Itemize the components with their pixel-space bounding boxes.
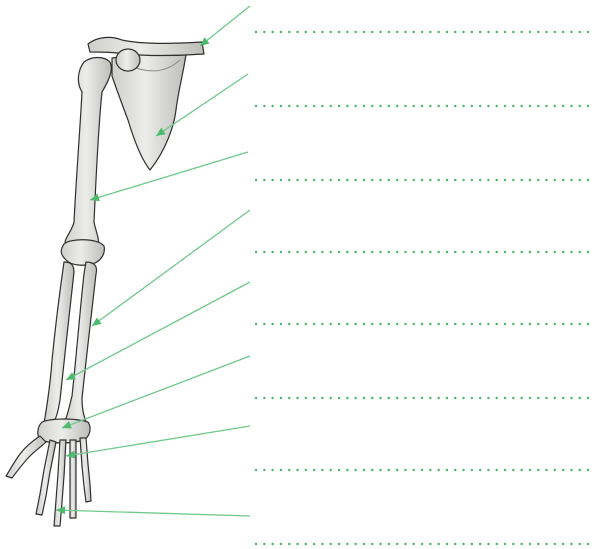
arm-skeleton-illustration <box>6 37 204 526</box>
humerus-head <box>116 49 140 71</box>
leader-line-8 <box>56 510 250 516</box>
humerus <box>65 58 111 249</box>
leader-line-7 <box>66 426 250 456</box>
ulna <box>44 262 74 424</box>
leader-line-4 <box>92 210 250 326</box>
thumb <box>6 436 46 478</box>
leader-line-3 <box>90 152 248 200</box>
clavicle <box>88 37 204 55</box>
little-finger <box>80 438 91 502</box>
elbow-joint <box>61 240 104 265</box>
answer-blanks <box>256 32 594 544</box>
leader-arrowhead-4 <box>92 317 102 326</box>
index-finger <box>36 440 56 515</box>
leader-line-1 <box>200 6 250 46</box>
